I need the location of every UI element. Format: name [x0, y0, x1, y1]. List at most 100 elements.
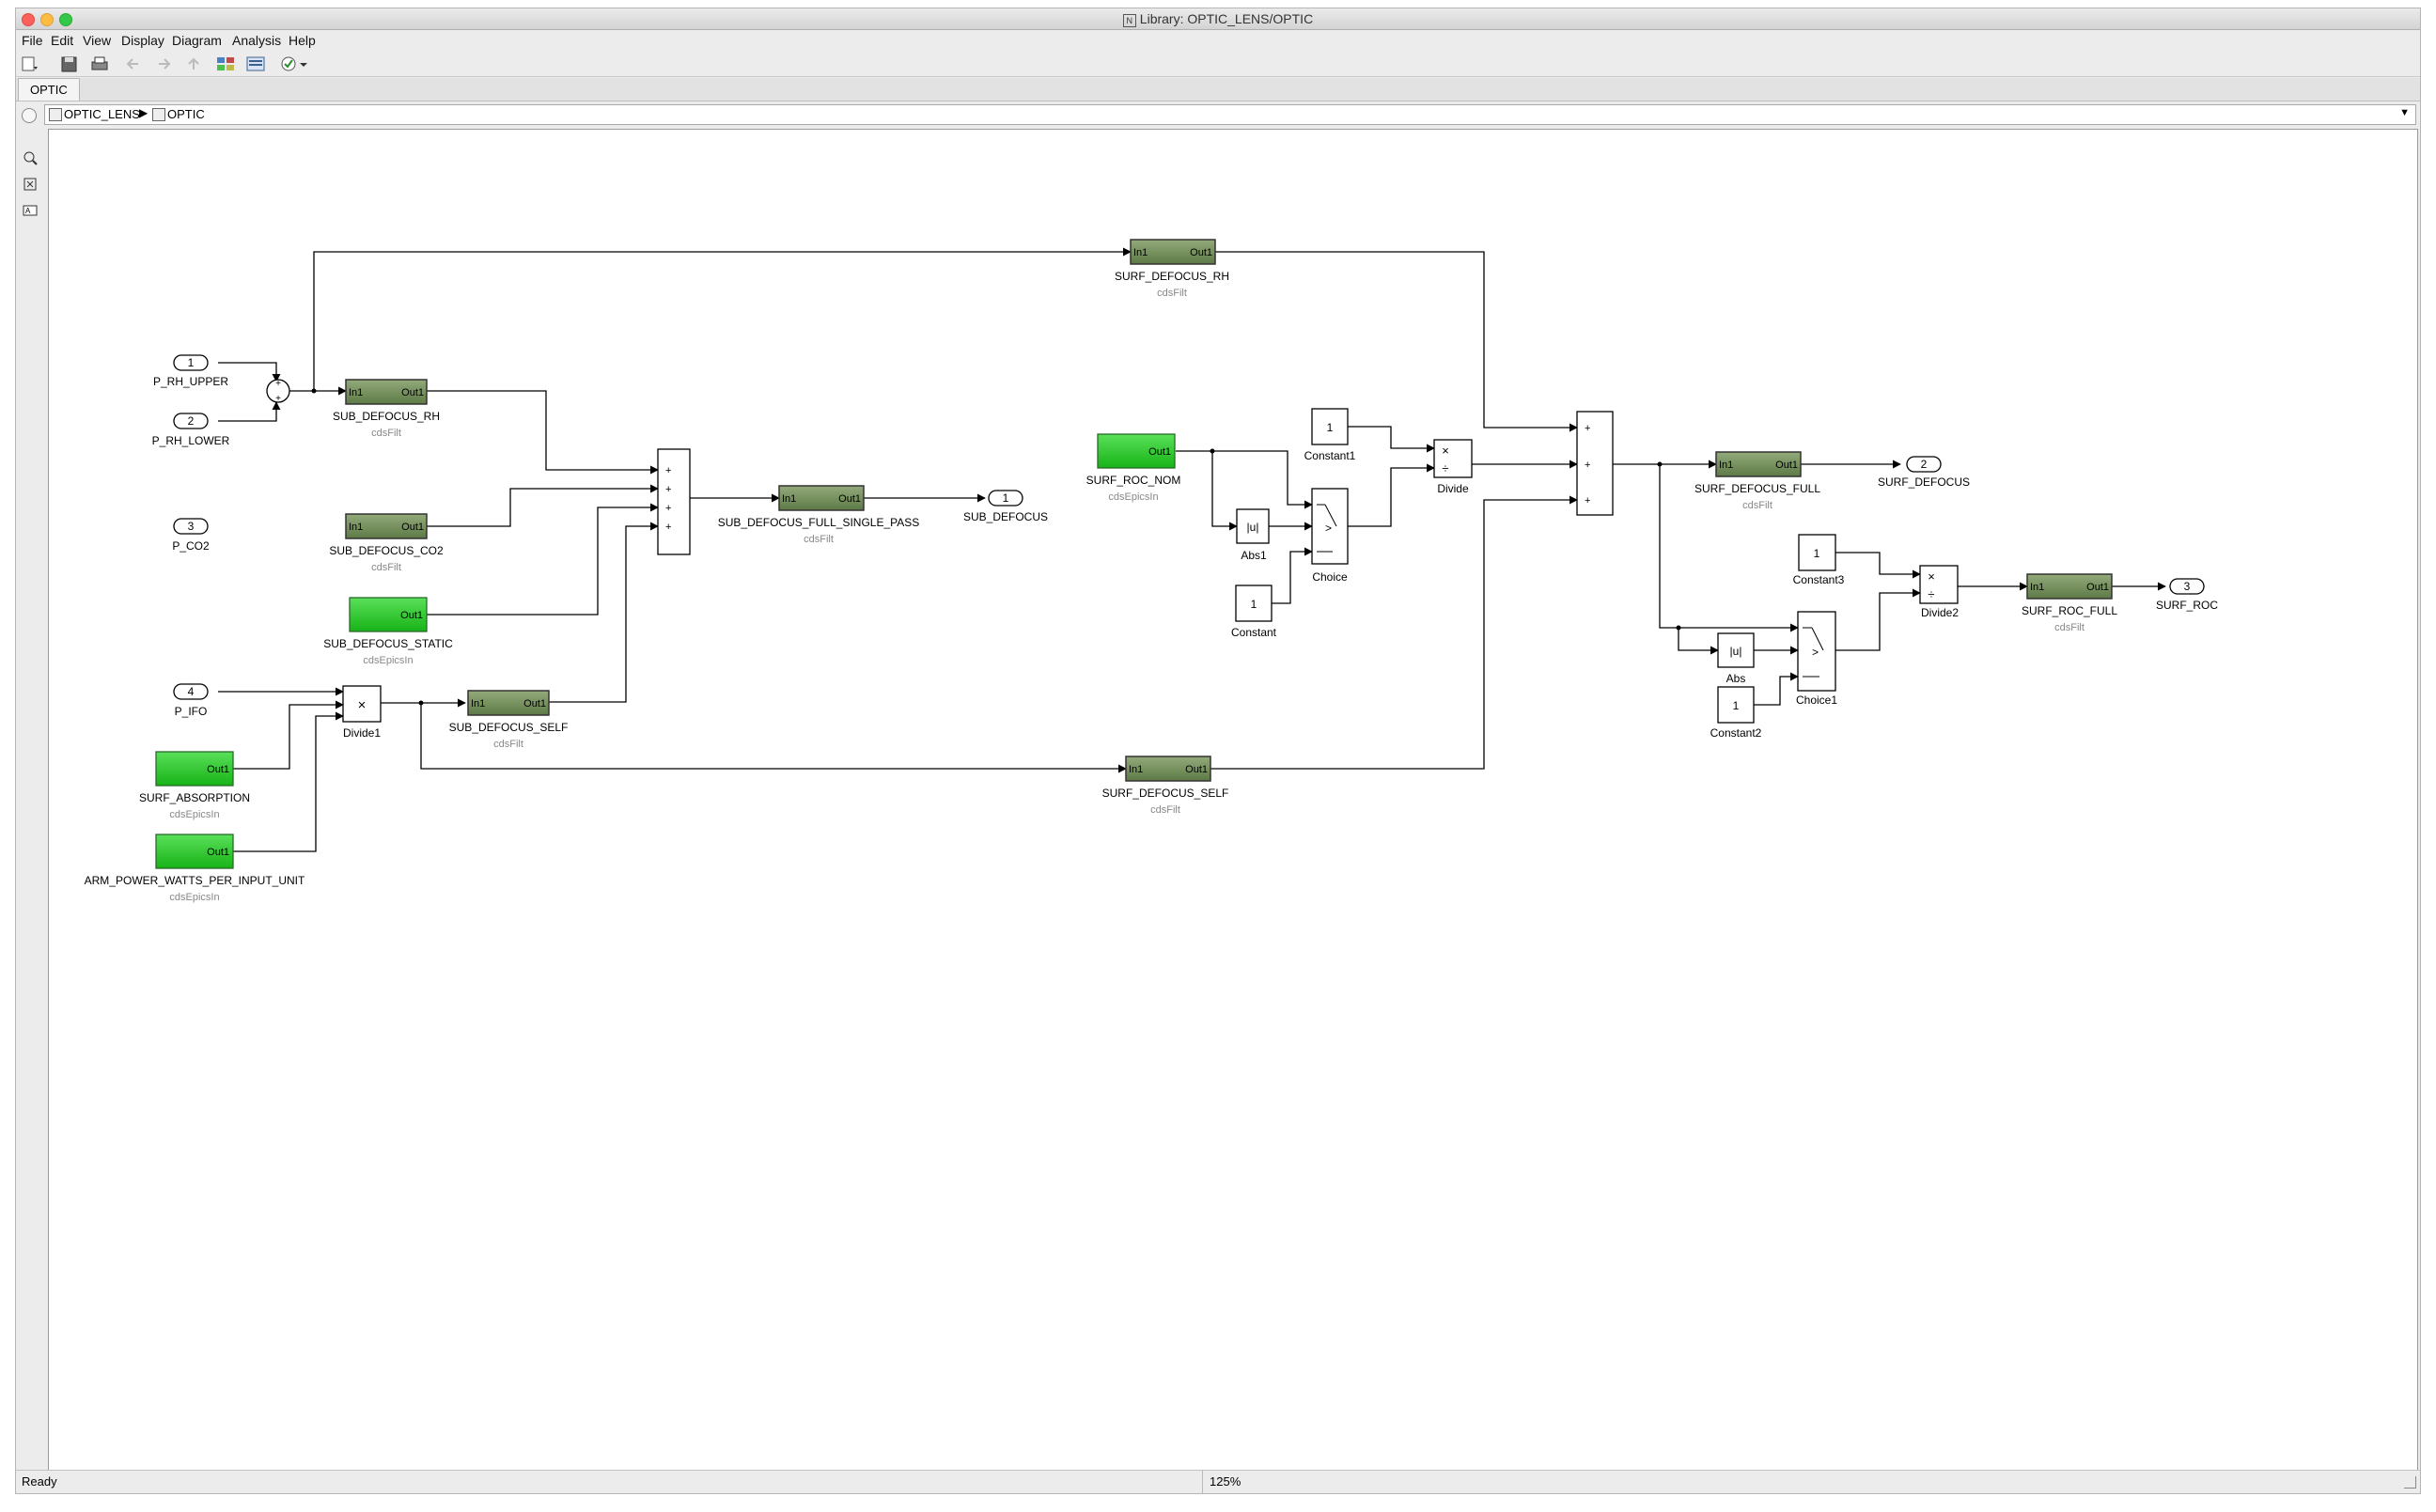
svg-text:+: +	[1585, 460, 1590, 471]
hide-explorer-icon[interactable]	[22, 108, 37, 123]
filter-sub-defocus-full-single-pass[interactable]: In1 Out1 SUB_DEFOCUS_FULL_SINGLE_PASS cd…	[718, 485, 920, 545]
divide2-block[interactable]: × ÷ Divide2	[1919, 565, 1959, 619]
greater-than-icon: >	[1812, 646, 1819, 659]
inport-p-rh-lower[interactable]: 2 P_RH_LOWER	[152, 413, 230, 447]
svg-text:+: +	[1585, 423, 1590, 434]
outport-surf-roc[interactable]: 3 SURF_ROC	[2156, 578, 2218, 612]
epics-name: ARM_POWER_WATTS_PER_INPUT_UNIT	[85, 874, 305, 887]
outport-label: SURF_ROC	[2156, 599, 2218, 612]
resize-grip-icon[interactable]	[2404, 1476, 2416, 1489]
sum-block-rh[interactable]: + +	[266, 379, 290, 404]
port-in-label: In1	[349, 387, 363, 398]
choice-block[interactable]: > Choice	[1311, 488, 1349, 584]
outport-number: 1	[1003, 491, 1009, 505]
inport-label: P_CO2	[172, 539, 210, 553]
inport-number: 2	[188, 414, 195, 428]
annotation-icon[interactable]: A	[23, 203, 38, 218]
diagram-canvas[interactable]: 1 P_RH_UPPER 2 P_RH_LOWER 3 P_CO2 4 P_IF…	[48, 129, 2418, 1471]
port-in-label: In1	[1129, 764, 1143, 775]
sum-block-sub[interactable]: ++ ++	[657, 448, 691, 555]
chevron-down-icon[interactable]	[298, 55, 309, 73]
filter-lib: cdsFilt	[493, 739, 523, 750]
new-model-icon[interactable]	[20, 55, 40, 73]
constant-block[interactable]: 1 Constant	[1231, 585, 1277, 639]
svg-text:A: A	[25, 207, 31, 215]
print-icon[interactable]	[89, 55, 110, 73]
epics-lib: cdsEpicsIn	[169, 892, 219, 903]
library-browser-icon[interactable]	[215, 55, 236, 73]
outport-sub-defocus[interactable]: 1 SUB_DEFOCUS	[963, 490, 1048, 523]
port-in-label: In1	[349, 522, 363, 533]
filter-surf-defocus-rh[interactable]: In1 Out1 SURF_DEFOCUS_RH cdsFilt	[1115, 239, 1229, 299]
close-window-button[interactable]	[22, 13, 35, 26]
outport-surf-defocus[interactable]: 2 SURF_DEFOCUS	[1878, 456, 1970, 489]
abs1-block[interactable]: |u| Abs1	[1236, 508, 1270, 562]
svg-text:+: +	[1585, 495, 1590, 507]
block-label: Abs1	[1241, 549, 1267, 562]
fit-view-icon[interactable]	[23, 177, 38, 192]
menu-display[interactable]: Display	[121, 33, 164, 48]
model-explorer-icon[interactable]	[245, 55, 266, 73]
constant3-block[interactable]: 1 Constant3	[1793, 534, 1845, 586]
choice1-block[interactable]: > Choice1	[1796, 611, 1837, 707]
inport-p-co2[interactable]: 3 P_CO2	[172, 518, 210, 553]
menu-help[interactable]: Help	[289, 33, 316, 48]
epics-sub-defocus-static[interactable]: Out1 SUB_DEFOCUS_STATIC cdsEpicsIn	[323, 597, 453, 666]
tab-optic[interactable]: OPTIC	[18, 78, 80, 101]
port-in-label: In1	[1719, 460, 1733, 471]
epics-lib: cdsEpicsIn	[169, 809, 219, 820]
filter-name: SURF_DEFOCUS_RH	[1115, 270, 1229, 283]
port-out-label: Out1	[401, 387, 424, 398]
port-out-label: Out1	[523, 698, 546, 709]
menu-analysis[interactable]: Analysis	[232, 33, 282, 48]
epics-surf-absorption[interactable]: Out1 SURF_ABSORPTION cdsEpicsIn	[139, 751, 250, 820]
filter-lib: cdsFilt	[804, 534, 834, 545]
check-icon[interactable]	[279, 55, 300, 73]
zoom-window-button[interactable]	[59, 13, 72, 26]
port-in-label: In1	[782, 493, 796, 505]
filter-sub-defocus-rh[interactable]: In1 Out1 SUB_DEFOCUS_RH cdsFilt	[333, 379, 440, 439]
back-icon[interactable]	[123, 55, 144, 73]
tab-bar: OPTIC	[16, 78, 2420, 101]
chevron-right-icon: ▶	[139, 106, 148, 119]
window-title-text: Library: OPTIC_LENS/OPTIC	[1139, 11, 1314, 26]
zoom-level: 125%	[1210, 1474, 1241, 1489]
filter-surf-roc-full[interactable]: In1 Out1 SURF_ROC_FULL cdsFilt	[2022, 573, 2117, 633]
constant1-block[interactable]: 1 Constant1	[1304, 408, 1356, 462]
filter-surf-defocus-self[interactable]: In1 Out1 SURF_DEFOCUS_SELF cdsFilt	[1102, 756, 1229, 816]
chevron-down-icon[interactable]: ▼	[2399, 107, 2410, 118]
abs-block[interactable]: |u| Abs	[1717, 632, 1755, 685]
menu-file[interactable]: File	[22, 33, 43, 48]
filter-sub-defocus-self[interactable]: In1 Out1 SUB_DEFOCUS_SELF cdsFilt	[449, 690, 569, 750]
forward-icon[interactable]	[153, 55, 174, 73]
filter-sub-defocus-co2[interactable]: In1 Out1 SUB_DEFOCUS_CO2 cdsFilt	[329, 513, 444, 573]
breadcrumb-current[interactable]: OPTIC	[167, 107, 205, 121]
minimize-window-button[interactable]	[40, 13, 54, 26]
sum-block-surf[interactable]: + + +	[1576, 411, 1614, 516]
inport-p-rh-upper[interactable]: 1 P_RH_UPPER	[153, 354, 228, 388]
breadcrumb-root[interactable]: OPTIC_LENS	[64, 107, 140, 121]
menu-diagram[interactable]: Diagram	[172, 33, 222, 48]
filter-name: SUB_DEFOCUS_CO2	[329, 544, 444, 557]
divide1-block[interactable]: × Divide1	[342, 685, 382, 740]
epics-lib: cdsEpicsIn	[363, 655, 413, 666]
inport-number: 1	[188, 356, 195, 369]
port-in-label: In1	[1133, 247, 1148, 258]
up-icon[interactable]	[183, 55, 204, 73]
filter-name: SUB_DEFOCUS_FULL_SINGLE_PASS	[718, 516, 920, 529]
save-icon[interactable]	[59, 55, 80, 73]
divide-block[interactable]: × ÷ Divide	[1433, 439, 1473, 495]
menu-view[interactable]: View	[83, 33, 112, 48]
menu-edit[interactable]: Edit	[51, 33, 74, 48]
constant2-block[interactable]: 1 Constant2	[1710, 686, 1762, 740]
block-label: Constant2	[1710, 726, 1762, 740]
inport-p-ifo[interactable]: 4 P_IFO	[173, 683, 209, 718]
epics-arm-power[interactable]: Out1 ARM_POWER_WATTS_PER_INPUT_UNIT cdsE…	[85, 834, 305, 903]
filter-surf-defocus-full[interactable]: In1 Out1 SURF_DEFOCUS_FULL cdsFilt	[1694, 451, 1820, 511]
svg-text:+: +	[665, 465, 671, 476]
subsystem-icon	[152, 108, 165, 121]
zoom-icon[interactable]	[23, 150, 38, 165]
epics-surf-roc-nom[interactable]: Out1 SURF_ROC_NOM cdsEpicsIn	[1086, 433, 1181, 503]
menu-bar: File Edit View Display Diagram Analysis …	[16, 30, 2420, 51]
